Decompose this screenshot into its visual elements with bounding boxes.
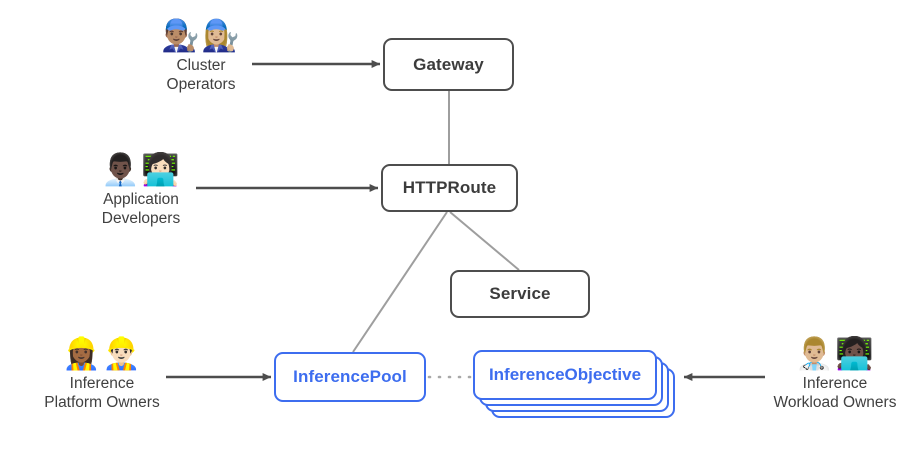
node-gateway-label: Gateway — [413, 54, 484, 74]
man-mechanic-icon: 👨🏽‍🔧👩🏼‍🔧 — [161, 18, 241, 54]
actor-cluster-operators-label: Cluster Operators — [166, 57, 236, 93]
man-office-worker-icon: 👨🏿‍💼👩🏻‍💻 — [101, 152, 181, 188]
node-inferenceobjective[interactable]: InferenceObjective — [473, 350, 657, 400]
node-service[interactable]: Service — [450, 270, 590, 318]
actor-inference-platform-owners-label: Inference Platform Owners — [44, 375, 160, 411]
woman-construction-worker-icon: 👷🏾‍♀️👷🏻‍♂️ — [62, 336, 142, 372]
actor-cluster-operators: 👨🏽‍🔧👩🏼‍🔧 Cluster Operators — [128, 18, 274, 94]
edge-httproute-to-inferencepool — [352, 211, 448, 353]
node-gateway[interactable]: Gateway — [383, 38, 514, 91]
node-inferenceobjective-label: InferenceObjective — [488, 365, 642, 384]
man-health-worker-icon: 👨🏼‍⚕️👩🏿‍💻 — [795, 336, 875, 372]
node-httproute[interactable]: HTTPRoute — [381, 164, 518, 212]
node-inferencepool[interactable]: InferencePool — [274, 352, 426, 402]
actor-inference-platform-owners: 👷🏾‍♀️👷🏻‍♂️ Inference Platform Owners — [14, 336, 190, 412]
actor-application-developers-label: Application Developers — [101, 191, 181, 227]
edge-httproute-to-service — [449, 211, 520, 271]
actor-inference-workload-owners-label: Inference Workload Owners — [773, 375, 897, 411]
node-inferencepool-label: InferencePool — [293, 367, 407, 386]
actor-application-developers: 👨🏿‍💼👩🏻‍💻 Application Developers — [68, 152, 214, 228]
node-inferenceobjective-stack[interactable]: InferenceObjective — [473, 350, 675, 418]
node-httproute-label: HTTPRoute — [402, 178, 497, 197]
actor-inference-workload-owners: 👨🏼‍⚕️👩🏿‍💻 Inference Workload Owners — [768, 336, 902, 412]
node-service-label: Service — [489, 284, 551, 303]
